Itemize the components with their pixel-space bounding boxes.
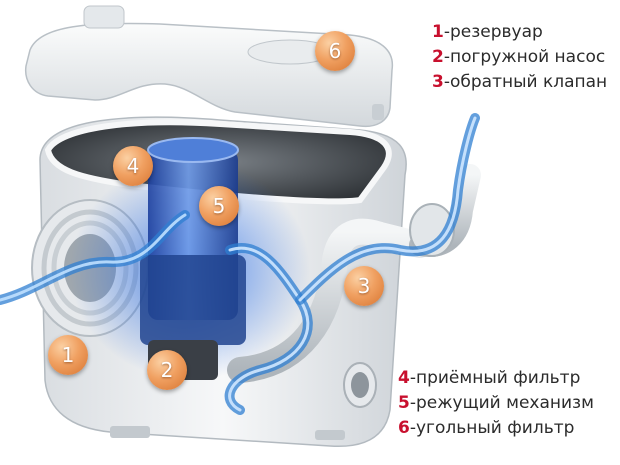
legend-item-1: 1-резервуар — [432, 20, 607, 45]
legend-text: -режущий механизм — [409, 393, 594, 413]
legend-number: 2 — [432, 47, 444, 67]
legend-top: 1-резервуар 2-погружной насос 3-обратный… — [432, 20, 607, 95]
legend-item-5: 5-режущий механизм — [398, 391, 594, 416]
pump-cylinder — [140, 137, 246, 380]
legend-item-3: 3-обратный клапан — [432, 70, 607, 95]
legend-text: -резервуар — [443, 22, 543, 42]
badge-3: 3 — [344, 266, 384, 306]
legend-number: 3 — [432, 72, 444, 92]
legend-item-6: 6-угольный фильтр — [398, 416, 594, 441]
badge-5: 5 — [199, 186, 239, 226]
legend-number: 1 — [432, 22, 444, 42]
water-stream — [0, 113, 480, 415]
badge-4: 4 — [113, 146, 153, 186]
legend-item-2: 2-погружной насос — [432, 45, 607, 70]
badge-1: 1 — [48, 335, 88, 375]
badge-6: 6 — [315, 31, 355, 71]
legend-number: 4 — [398, 368, 410, 388]
legend-text: -угольный фильтр — [409, 418, 575, 438]
legend-item-4: 4-приёмный фильтр — [398, 366, 594, 391]
legend-text: -погружной насос — [443, 47, 606, 67]
legend-bottom: 4-приёмный фильтр 5-режущий механизм 6-у… — [398, 366, 594, 441]
legend-number: 5 — [398, 393, 410, 413]
legend-text: -приёмный фильтр — [409, 368, 581, 388]
legend-text: -обратный клапан — [443, 72, 608, 92]
lid-cover — [24, 5, 394, 128]
legend-number: 6 — [398, 418, 410, 438]
badge-2: 2 — [147, 350, 187, 390]
